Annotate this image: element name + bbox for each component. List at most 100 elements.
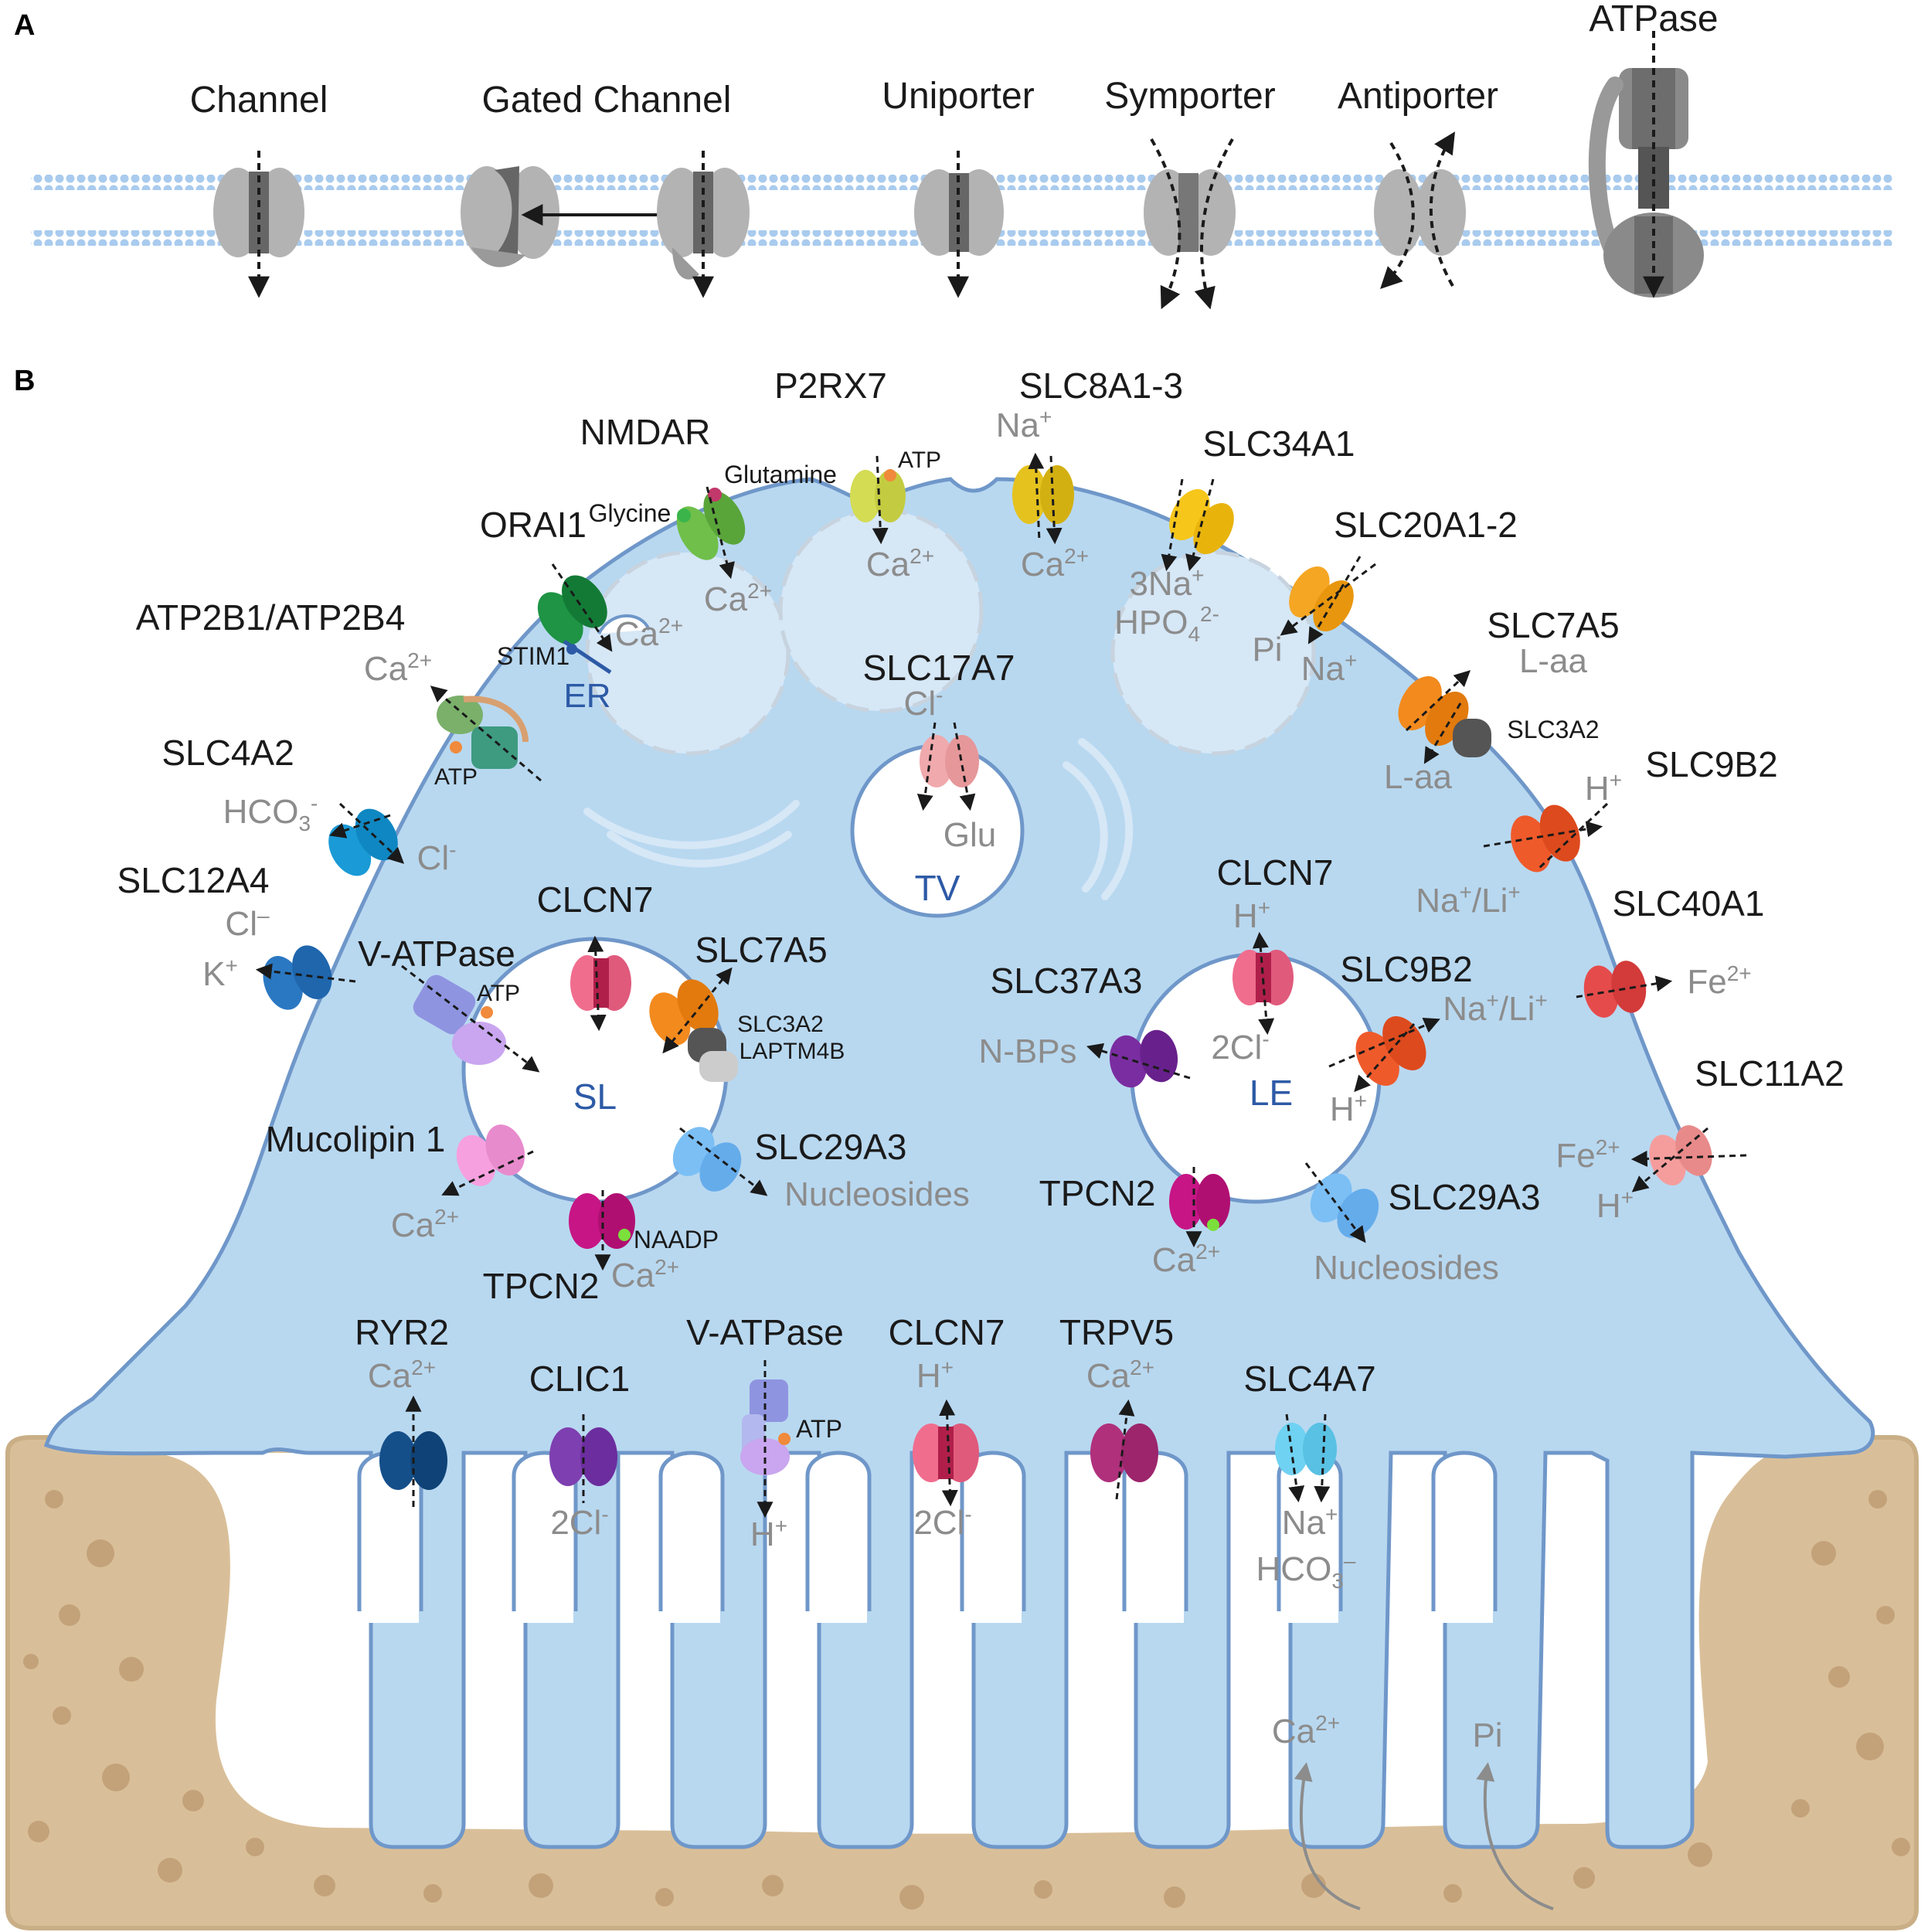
slc12a4-ion-cl: Cl– (225, 903, 270, 943)
panel-b-letter: B (14, 365, 35, 397)
label-atp2b-atp: ATP (434, 764, 478, 790)
label-naadp: NAADP (634, 1226, 719, 1253)
label-mucolipin: Mucolipin 1 (266, 1119, 446, 1159)
slc8a1-ion-out: Na+ (996, 405, 1052, 444)
atp2b-pump (437, 696, 529, 769)
lumen-fill-4 (810, 1592, 867, 1623)
atp2b-ion: Ca2+ (364, 648, 432, 688)
slc17a7-ion-glu: Glu (944, 816, 996, 854)
slc9b2-le-transporter (1355, 1015, 1426, 1087)
label-slc29a3-le: SLC29A3 (1389, 1177, 1541, 1217)
uniporter-icon (914, 151, 1004, 298)
label-slc12a4: SLC12A4 (117, 860, 270, 900)
golgi (583, 738, 1134, 900)
slc17a7-ion-cl: Cl- (904, 683, 944, 723)
label-p2rx7: P2RX7 (774, 366, 887, 406)
label-laptm4b: LAPTM4B (740, 1039, 845, 1064)
glutamine-ligand (708, 488, 722, 502)
label-clcn7-le: CLCN7 (1217, 852, 1334, 893)
bone-ca-release-arrow (1294, 1762, 1361, 1910)
lumen-fill-2 (516, 1592, 573, 1623)
bone-texture (23, 1490, 1910, 1910)
title-channel: Channel (190, 80, 328, 121)
slc20a1-ion-pi: Pi (1252, 631, 1282, 668)
lumen-fill-3 (663, 1592, 720, 1623)
tpcn2-le-channel (1169, 1174, 1230, 1230)
slc34a1-ion-hpo4: HPO42- (1114, 602, 1219, 646)
label-tv: TV (915, 868, 960, 908)
slc29a3-le-ion: Nucleosides (1314, 1249, 1499, 1287)
slc4a2-ion-hco3: HCO3- (223, 791, 318, 835)
panel-a-letter: A (14, 9, 35, 42)
ryr2-channel (379, 1431, 447, 1490)
vatpase-bottom-ion: H+ (750, 1514, 787, 1553)
label-vatpase-bottom: V-ATPase (686, 1312, 844, 1352)
clcn7-le-ion-cl: 2Cl- (1211, 1027, 1269, 1066)
label-er: ER (563, 677, 610, 715)
p2rx7-ion: Ca2+ (866, 544, 934, 583)
panel-a: A Channel Gated Channel Uniporter Sympor… (14, 0, 1893, 310)
label-sl: SL (573, 1077, 617, 1117)
label-p2rx7-atp: ATP (898, 447, 941, 473)
label-glycine: Glycine (589, 499, 672, 527)
p2rx7-transporter (850, 470, 906, 522)
ryr2-ion: Ca2+ (368, 1355, 436, 1395)
slc11a2-transporter (1649, 1125, 1712, 1185)
label-slc9b2-le: SLC9B2 (1340, 949, 1472, 989)
vatpase-sl-pump (413, 975, 506, 1065)
label-tpcn2-sl: TPCN2 (483, 1266, 600, 1306)
label-trpv5: TRPV5 (1059, 1312, 1174, 1352)
slc29a3-sl-ion: Nucleosides (784, 1175, 970, 1213)
label-clic1: CLIC1 (529, 1359, 630, 1399)
slc12a4-transporter (263, 945, 332, 1010)
trpv5-channel (1090, 1423, 1158, 1482)
label-slc29a3-sl: SLC29A3 (755, 1127, 907, 1167)
title-antiporter: Antiporter (1338, 76, 1498, 117)
tpcn2-sl-naadp (618, 1229, 631, 1241)
panel-b: B (5, 365, 1919, 1930)
label-slc17a7: SLC17A7 (863, 648, 1015, 688)
label-slc4a7: SLC4A7 (1243, 1359, 1375, 1399)
lumen-fill-8 (1436, 1592, 1493, 1623)
label-slc37a3: SLC37A3 (991, 961, 1143, 1001)
clic1-ion: 2Cl- (550, 1502, 608, 1542)
osteoclast-cell (43, 477, 1875, 1849)
label-slc40a1: SLC40A1 (1613, 883, 1765, 923)
er-membrane (597, 614, 651, 634)
mucolipin1-channel (456, 1124, 525, 1186)
label-vatpase-bottom-atp: ATP (796, 1415, 842, 1443)
label-stim1: STIM1 (497, 642, 570, 670)
slc3a2-top-shape (1453, 719, 1491, 757)
tpcn2-le-naadp (1207, 1219, 1219, 1231)
p2rx7-atp-ligand (884, 469, 896, 481)
slc37a3-ion: N-BPs (978, 1032, 1076, 1070)
slc7a5-top-ion-in: L-aa (1384, 758, 1453, 796)
label-atp2b: ATP2B1/ATP2B4 (136, 597, 406, 638)
symporter-icon (1144, 138, 1236, 310)
label-le: LE (1250, 1073, 1293, 1113)
slc29a3-sl-transporter (672, 1127, 742, 1192)
lumen-fill-7 (1281, 1592, 1338, 1623)
label-vatpase-sl: V-ATPase (358, 934, 515, 974)
label-vatpase-sl-atp: ATP (477, 981, 520, 1006)
label-ryr2: RYR2 (355, 1312, 449, 1352)
label-slc3a2-sl: SLC3A2 (737, 1012, 824, 1037)
label-glutamine: Glutamine (724, 461, 837, 488)
label-slc11a2: SLC11A2 (1695, 1053, 1844, 1094)
glycine-ligand (677, 509, 691, 522)
clcn7-bottom-ion-cl: 2Cl- (913, 1502, 971, 1542)
label-tpcn2-le: TPCN2 (1039, 1173, 1156, 1213)
title-uniporter: Uniporter (882, 76, 1034, 117)
slc34a1-ion-na: 3Na+ (1129, 563, 1204, 603)
title-symporter: Symporter (1104, 76, 1275, 117)
label-clcn7-sl: CLCN7 (537, 879, 654, 920)
label-slc7a5-top: SLC7A5 (1487, 605, 1619, 645)
slc17a7-transporter (920, 735, 979, 787)
gated-channel-closed-icon (461, 166, 559, 267)
lumen-fill-5 (964, 1592, 1022, 1623)
clcn7-bottom-transporter (913, 1423, 979, 1482)
label-slc7a5-sl: SLC7A5 (695, 930, 827, 970)
label-slc20a1: SLC20A1-2 (1334, 505, 1518, 545)
